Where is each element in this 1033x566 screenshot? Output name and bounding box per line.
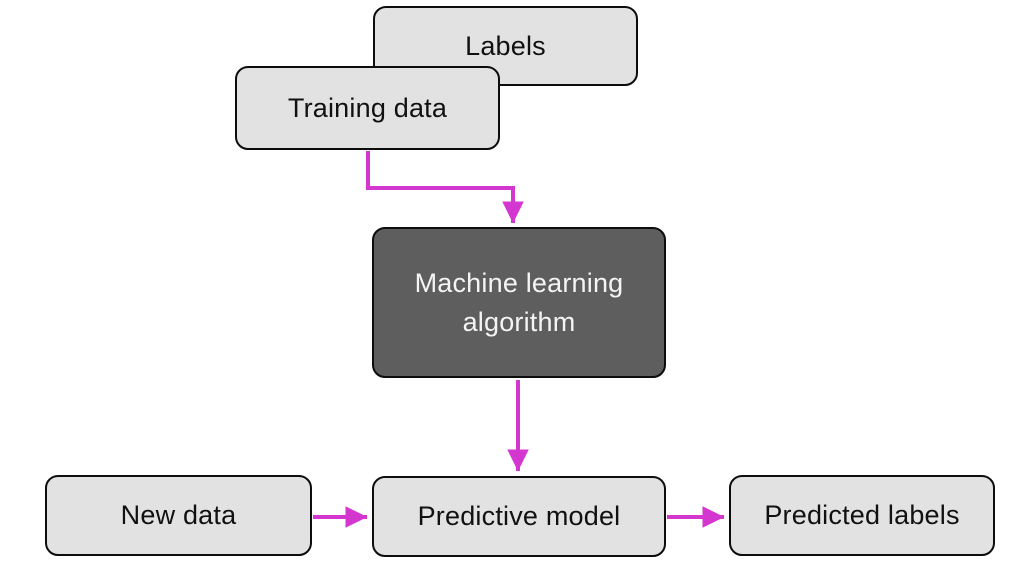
node-predicted-labels-text: Predicted labels [764, 500, 960, 531]
node-predicted-labels: Predicted labels [729, 475, 995, 556]
node-machine-learning-algorithm: Machine learning algorithm [372, 227, 666, 378]
node-labels: Labels [373, 6, 638, 86]
node-predictive-model: Predictive model [372, 476, 666, 557]
node-new-data-text: New data [120, 500, 237, 531]
arrow-training-to-algorithm [366, 151, 524, 224]
node-new-data: New data [45, 475, 312, 556]
node-predictive-model-text: Predictive model [417, 501, 621, 532]
node-labels-text: Labels [465, 30, 546, 61]
node-machine-learning-algorithm-text: Machine learning algorithm [414, 268, 624, 337]
node-training-data: Training data [235, 66, 500, 150]
node-training-data-text: Training data [287, 92, 448, 123]
